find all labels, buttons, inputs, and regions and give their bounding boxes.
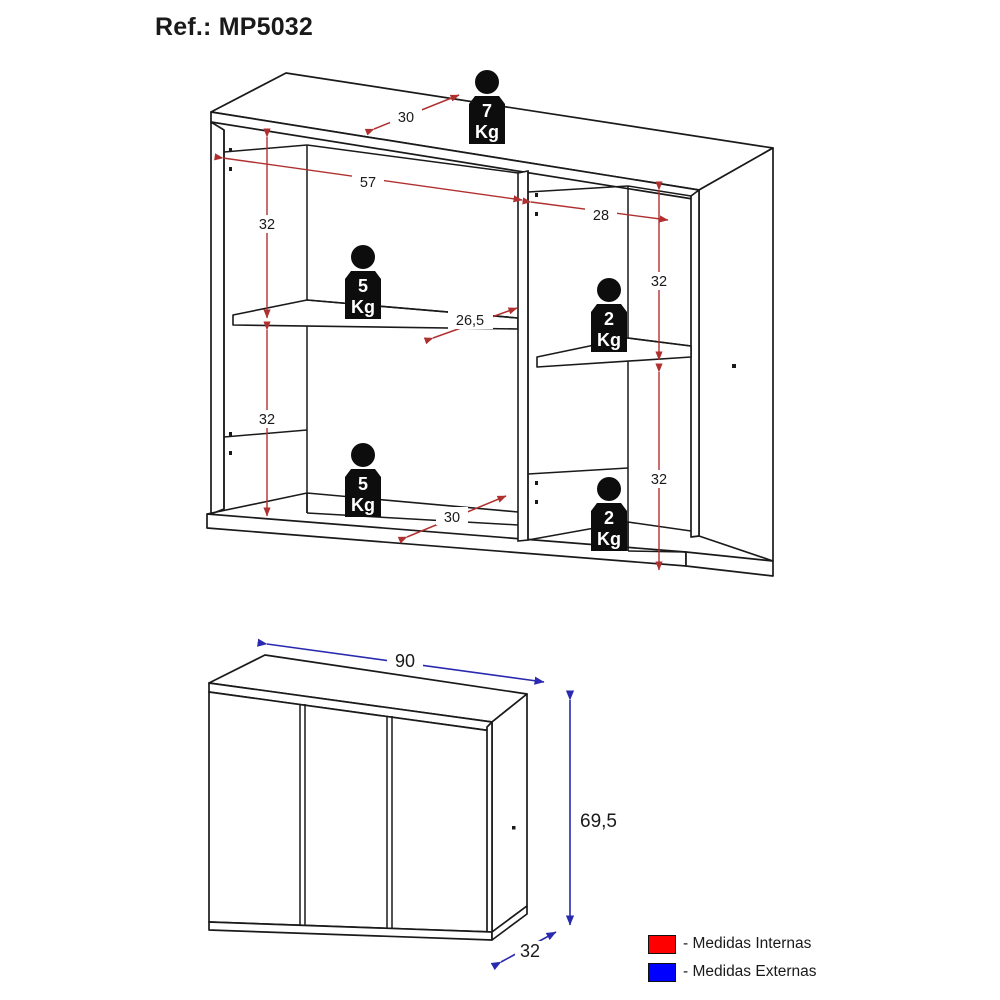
badge-left-bottom-unit: Kg [351,495,375,515]
dim-left-upper-height-label: 32 [259,217,275,233]
dim-right-lower-height: 32 [644,363,674,571]
dim-bottom-depth-label: 30 [444,510,460,526]
badge-right-middle-unit: Kg [597,330,621,350]
dim-bottom-depth: 30 [397,495,507,544]
cabinet-closed-view: 90 69,5 32 [208,638,617,971]
badge-right-middle-weight: 2 [604,309,614,329]
right-bottom-shelf [527,521,692,551]
badge-right-bottom-unit: Kg [597,529,621,549]
dim-right-upper-height-label: 32 [651,274,667,290]
badge-right-middle-shelf: 2 Kg [591,278,627,352]
dim-overall-depth: 32 [490,931,557,971]
badge-top-unit: Kg [475,122,499,142]
dim-overall-height-label: 69,5 [580,811,617,832]
closed-right-edge [486,721,493,934]
legend-swatch-internal [648,934,676,954]
dim-right-lower-height-label: 32 [651,472,667,488]
badge-left-bottom-weight: 5 [358,474,368,494]
legend: - Medidas Internas - Medidas Externas [648,932,898,988]
dim-middle-shelf-depth: 26,5 [423,307,518,345]
dim-left-upper-height: 32 [252,128,282,319]
badge-top-panel: 7 Kg [469,70,505,144]
closed-front-face [208,691,493,933]
badge-left-middle-shelf: 5 Kg [345,245,381,319]
dim-left-lower-height-label: 32 [259,412,275,428]
dim-left-width: 57 [214,153,523,203]
closed-right-side [491,693,528,933]
dim-overall-height: 69,5 [565,690,617,926]
center-divider-panel [517,170,529,542]
dim-top-depth-label: 30 [398,110,414,126]
legend-label-internal: - Medidas Internas [683,935,812,952]
dim-left-lower-height: 32 [252,321,282,517]
badge-left-bottom-shelf: 5 Kg [345,443,381,517]
dim-right-width: 28 [522,197,669,224]
door-seams [299,704,393,929]
legend-label-external: - Medidas Externas [683,963,817,980]
legend-swatch-external [648,962,676,982]
page-title: Ref.: MP5032 [155,13,314,41]
legend-item-external: - Medidas Externas [648,960,898,984]
badge-right-bottom-weight: 2 [604,508,614,528]
badge-right-bottom-shelf: 2 Kg [591,477,627,551]
badge-left-middle-unit: Kg [351,297,375,317]
dim-left-width-label: 57 [360,175,376,191]
dim-overall-depth-label: 32 [520,941,540,961]
cabinet-interior-view: 30 57 28 32 [206,70,774,577]
dim-middle-shelf-depth-label: 26,5 [456,313,484,329]
badge-left-middle-weight: 5 [358,276,368,296]
legend-item-internal: - Medidas Internas [648,932,898,956]
badge-top-weight: 7 [482,101,492,121]
dim-overall-width-label: 90 [395,651,415,671]
dim-overall-width: 90 [257,638,545,685]
closed-panel-marker [512,826,516,830]
dim-top-depth: 30 [364,94,460,136]
dim-right-upper-height: 32 [644,181,674,361]
dim-right-width-label: 28 [593,208,609,224]
